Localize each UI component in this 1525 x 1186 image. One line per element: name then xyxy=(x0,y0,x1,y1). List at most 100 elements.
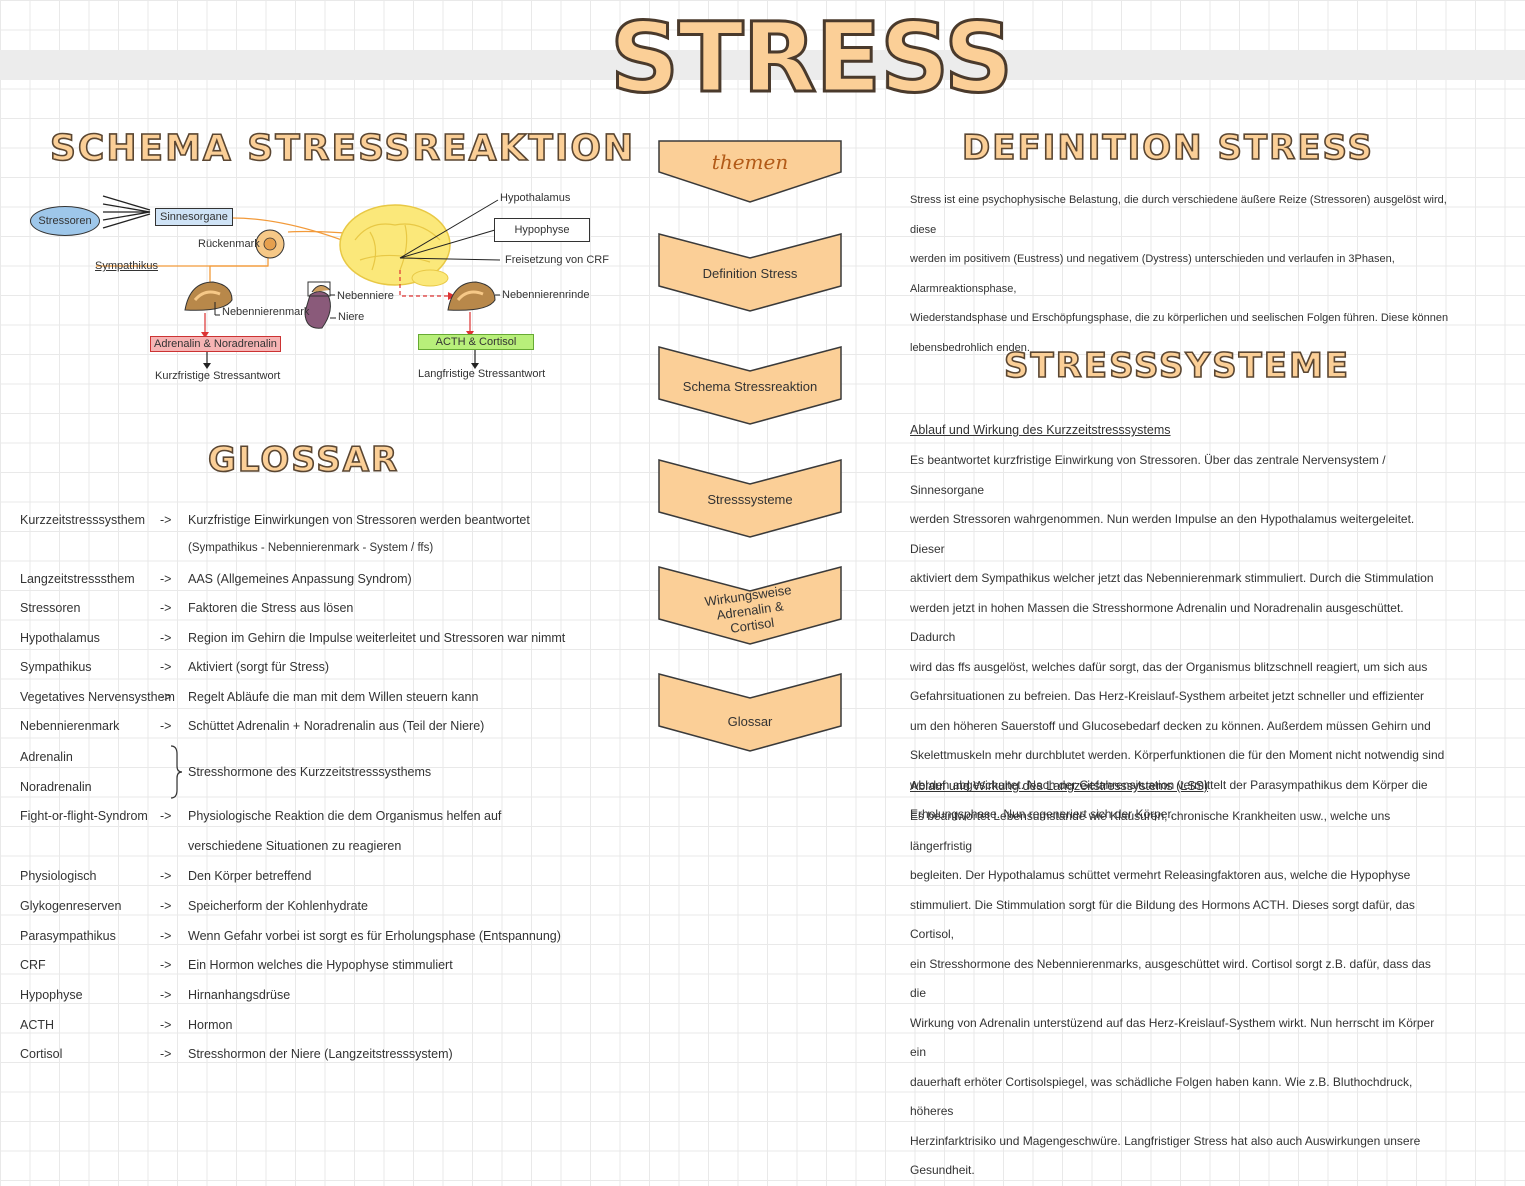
definition-line: Wiederstandsphase und Erschöpfungsphase,… xyxy=(910,312,1449,324)
lang-text: Es beantwortet Lebensumstände wie Klausu… xyxy=(910,802,1450,1186)
glossar-def: AAS (Allgemeines Anpassung Syndrom) xyxy=(188,572,412,586)
glossar-term: Fight-or-flight-Syndrom xyxy=(20,809,148,823)
glossar-def: Den Körper betreffend xyxy=(188,869,312,883)
lang-line: begleiten. Der Hypothalamus schüttet ver… xyxy=(910,868,1411,882)
kurz-line: aktiviert dem Sympathikus welcher jetzt … xyxy=(910,571,1434,585)
glossar-def: Faktoren die Stress aus lösen xyxy=(188,601,354,615)
glossar-def: Kurzfristige Einwirkungen von Stressoren… xyxy=(188,513,530,527)
glossar-term: CRF xyxy=(20,958,46,972)
hypothalamus-label: Hypothalamus xyxy=(500,192,571,204)
glossar-def: Speicherform der Kohlenhydrate xyxy=(188,899,368,913)
stresssysteme-title: STRESSSYSTEME xyxy=(1003,345,1351,387)
themen-item-definition[interactable]: Definition Stress xyxy=(658,233,842,312)
arrow-icon: -> xyxy=(160,988,172,1002)
lang-line: dauerhaft erhöter Cortisolspiegel, was s… xyxy=(910,1074,1413,1119)
arrow-icon: -> xyxy=(160,601,172,615)
arrow-icon: -> xyxy=(160,1018,172,1032)
glossar-brace-def: Stresshormone des Kurzzeitstresssysthems xyxy=(188,765,432,779)
freisetzung-label: Freisetzung von CRF xyxy=(505,254,609,266)
kurz-line: um den höheren Sauerstoff und Glucosebed… xyxy=(910,718,1431,733)
lang-line: ein Stresshormone des Nebennierenmarks, … xyxy=(910,956,1431,1001)
glossar-def: Schüttet Adrenalin + Noradrenalin aus (T… xyxy=(188,719,485,733)
glossar-term: Stressoren xyxy=(20,601,81,615)
header-band xyxy=(0,50,1525,80)
arrow-icon: -> xyxy=(160,690,172,704)
themen-item-stresssysteme[interactable]: Stresssysteme xyxy=(658,459,842,538)
glossar-def: Hirnanhangsdrüse xyxy=(188,988,291,1002)
themen-item-schema[interactable]: Schema Stressreaktion xyxy=(658,346,842,425)
arrow-icon: -> xyxy=(160,572,172,586)
definition-line: lebensbedrohlich enden. xyxy=(910,341,1030,354)
arrow-icon: -> xyxy=(160,660,172,674)
adrenalin-box: Adrenalin & Noradrenalin xyxy=(150,336,281,352)
glossar-def: Region im Gehirn die Impulse weiterleite… xyxy=(188,631,566,645)
definition-text: Stress ist eine psychophysische Belastun… xyxy=(910,186,1470,363)
glossar-def: Regelt Abläufe die man mit dem Willen st… xyxy=(188,690,479,704)
acth-box: ACTH & Cortisol xyxy=(418,334,534,350)
diagram-lines xyxy=(96,195,501,369)
chevron-shape-icon xyxy=(658,459,842,538)
kurz-line: Gefahrsituationen zu befreien. Das Herz-… xyxy=(910,689,1425,703)
stressoren-node: Stressoren xyxy=(30,206,100,236)
glossar-def: Physiologische Reaktion die dem Organism… xyxy=(188,809,502,823)
lang-line: stimmuliert. Die Stimmulation sorgt für … xyxy=(910,897,1415,942)
chevron-shape-icon xyxy=(658,673,842,752)
nebennierenmark-label: Nebennierenmark xyxy=(222,306,310,318)
glossar-term: Parasympathikus xyxy=(20,929,116,943)
kurz-line: werden jetzt in hohen Massen die Stressh… xyxy=(910,600,1404,645)
glossar-term: Noradrenalin xyxy=(20,780,92,794)
glossar-def: (Sympathikus - Nebennierenmark - System … xyxy=(188,542,434,554)
niere-label: Niere xyxy=(338,311,365,323)
kurz-line: Es beantwortet kurzfristige Einwirkung v… xyxy=(910,453,1386,497)
nebenniere-label: Nebenniere xyxy=(337,290,394,302)
hypophyse-box: Hypophyse xyxy=(494,218,590,242)
kurz-line: Erholungsphase. Nun regeneriert sich der… xyxy=(910,807,1175,821)
kurzfristig-label: Kurzfristige Stressantwort xyxy=(155,370,281,382)
glossar-term: Sympathikus xyxy=(20,660,92,674)
chevron-shape-icon xyxy=(658,233,842,312)
kurz-heading: Ablauf und Wirkung des Kurzzeitstresssys… xyxy=(910,423,1171,437)
glossar-term: Kurzzeitstresssysthem xyxy=(20,513,146,527)
glossar-def: Hormon xyxy=(188,1018,233,1032)
glossar-term: Glykogenreserven xyxy=(20,899,122,913)
glossar-def: verschiedene Situationen zu reagieren xyxy=(188,839,402,853)
kurz-line: wird das ffs ausgelöst, welches dafür so… xyxy=(910,659,1428,674)
glossar-def: Aktiviert (sorgt für Stress) xyxy=(188,660,329,674)
glossar-def: Ein Hormon welches die Hypophyse stimmul… xyxy=(188,958,453,972)
glossar-def: Wenn Gefahr vorbei ist sorgt es für Erho… xyxy=(188,929,561,943)
brace-icon xyxy=(170,745,183,799)
themen-item-label: Stresssysteme xyxy=(707,491,793,507)
glossar-term: Physiologisch xyxy=(20,869,97,883)
lang-line: Wirkung von Adrenalin unterstüzend auf d… xyxy=(910,1015,1435,1060)
themen-item-wirkungsweise[interactable]: Wirkungsweise Adrenalin & Cortisol xyxy=(658,566,842,645)
arrow-icon: -> xyxy=(160,719,172,733)
sympathikus-label: Sympathikus xyxy=(95,260,158,272)
lang-line: Herzinfarktrisiko und Magengeschwüre. La… xyxy=(910,1133,1421,1178)
arrow-icon: -> xyxy=(160,631,172,645)
chevron-shape-icon xyxy=(658,566,842,645)
arrow-icon: -> xyxy=(160,899,172,913)
rueckenmark-label: Rückenmark xyxy=(198,238,260,250)
sinnesorgane-node: Sinnesorgane xyxy=(155,208,233,226)
definition-line: werden im positivem (Eustress) und negat… xyxy=(910,253,1395,295)
kurz-line: Skelettmuskeln mehr durchblutet werden. … xyxy=(910,748,1445,762)
arrow-icon: -> xyxy=(160,929,172,943)
glossar-term: Langzeitstresssthem xyxy=(20,572,135,586)
arrow-icon: -> xyxy=(160,958,172,972)
chevron-shape-icon xyxy=(658,140,842,203)
glossar-term: Hypophyse xyxy=(20,988,83,1002)
themen-item-label: Definition Stress xyxy=(702,265,798,281)
nebennierenrinde-label: Nebennierenrinde xyxy=(502,289,590,301)
arrow-icon: -> xyxy=(160,809,172,823)
arrow-icon: -> xyxy=(160,1047,172,1061)
themen-item-glossar[interactable]: Glossar xyxy=(658,673,842,752)
definition-title: DEFINITION STRESS xyxy=(961,127,1375,169)
lang-line: Es beantwortet Lebensumstände wie Klausu… xyxy=(910,809,1391,853)
themen-heading: themen xyxy=(711,149,789,174)
glossar-term: Adrenalin xyxy=(20,750,73,764)
themen-heading-chevron: themen xyxy=(658,140,842,216)
langfristig-label: Langfristige Stressantwort xyxy=(418,368,546,380)
glossar-term: Nebennierenmark xyxy=(20,719,120,733)
chevron-shape-icon xyxy=(658,346,842,425)
glossar-def: Stresshormon der Niere (Langzeitstresssy… xyxy=(188,1047,453,1061)
